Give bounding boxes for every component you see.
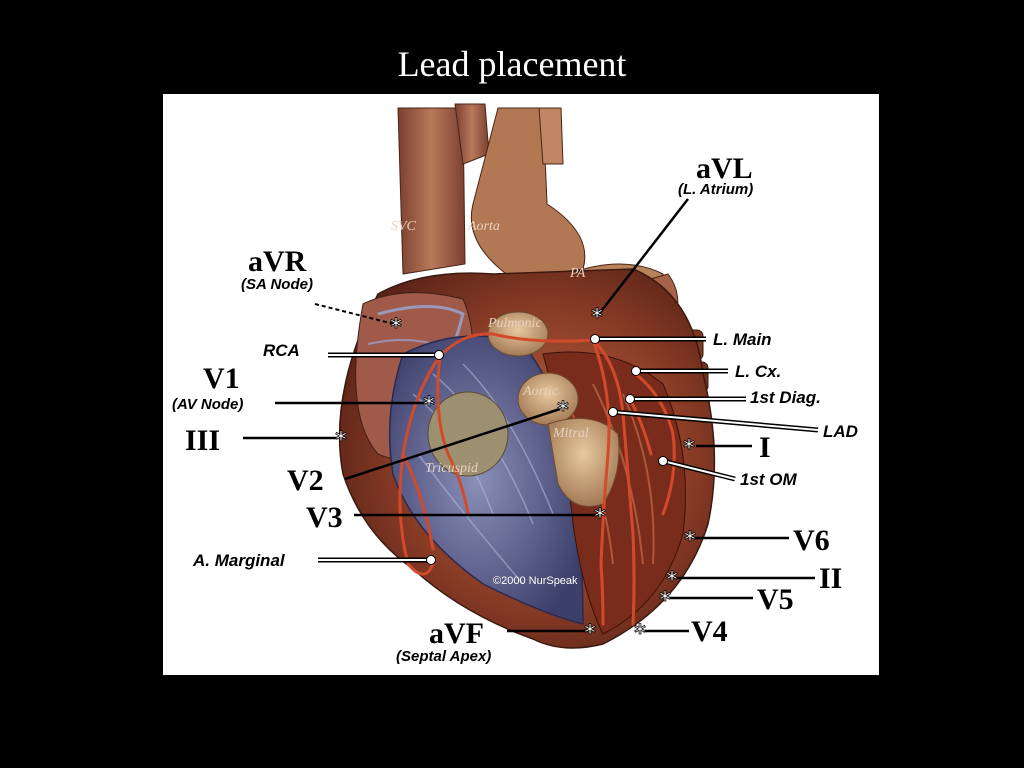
- coronary-arteries: [398, 332, 676, 626]
- lead-v5-label: V5: [757, 583, 794, 616]
- lead-v4-label: V4: [691, 615, 728, 648]
- pulmonic-label: Pulmonic: [487, 316, 542, 331]
- copyright-label: ©2000 NurSpeak: [493, 575, 578, 587]
- lead-avl-sublabel: (L. Atrium): [678, 181, 753, 198]
- lead-avf-sublabel: (Septal Apex): [396, 648, 491, 665]
- pa-label: PA: [569, 266, 586, 281]
- aortic-valve: [517, 372, 579, 426]
- marker-v3: *: [594, 505, 606, 530]
- heart-lead-diagram: SVC Aorta PA Pulmonic Aortic Mitral Tric…: [163, 94, 879, 675]
- slide-title: Lead placement: [397, 44, 627, 84]
- marker-v1: *: [423, 393, 435, 418]
- tricuspid-label: Tricuspid: [425, 461, 479, 476]
- lead-ii-label: II: [819, 562, 842, 595]
- lead-avl-label: aVL: [696, 152, 753, 185]
- vessel-1st-om-label: 1st OM: [740, 470, 798, 489]
- vessel-1st-diag-label: 1st Diag.: [750, 388, 821, 407]
- vessel-l-cx-label: L. Cx.: [735, 362, 781, 381]
- marker-v2: *: [557, 398, 569, 423]
- vessel-a-marginal-label: A. Marginal: [192, 551, 286, 570]
- lead-iii-label: III: [185, 424, 220, 457]
- svc-label: SVC: [391, 219, 417, 234]
- marker-avr: *: [390, 315, 402, 340]
- lead-avr-sublabel: (SA Node): [241, 276, 313, 293]
- marker-avf: *: [584, 621, 596, 646]
- aorta-label: Aorta: [467, 219, 500, 234]
- lead-avf-label: aVF: [429, 617, 484, 650]
- lead-v1-label: V1: [203, 362, 240, 395]
- vessel-rca-label: RCA: [263, 341, 300, 360]
- mitral-valve: [547, 417, 620, 507]
- marker-v5: *: [659, 588, 671, 613]
- lead-v2-label: V2: [287, 464, 324, 497]
- lead-v6-label: V6: [793, 524, 830, 557]
- aortic-label: Aortic: [522, 384, 559, 399]
- lead-leader-lines: [243, 198, 815, 633]
- marker-v6: *: [684, 528, 696, 553]
- marker-v4: *: [634, 621, 646, 646]
- mitral-label: Mitral: [552, 426, 589, 441]
- lead-v1-sublabel: (AV Node): [172, 396, 243, 413]
- marker-avl: *: [591, 305, 603, 330]
- lead-i-label: I: [759, 431, 771, 464]
- vessel-callout-lines: [318, 334, 819, 565]
- lead-v3-label: V3: [306, 501, 343, 534]
- vessel-l-main-label: L. Main: [713, 330, 772, 349]
- marker-i: *: [683, 436, 695, 461]
- marker-ii: *: [666, 568, 678, 593]
- heart-illustration: SVC Aorta PA Pulmonic Aortic Mitral Tric…: [172, 103, 858, 665]
- marker-iii: *: [335, 428, 347, 453]
- lead-avr-label: aVR: [248, 245, 307, 278]
- vessel-lad-label: LAD: [823, 422, 858, 441]
